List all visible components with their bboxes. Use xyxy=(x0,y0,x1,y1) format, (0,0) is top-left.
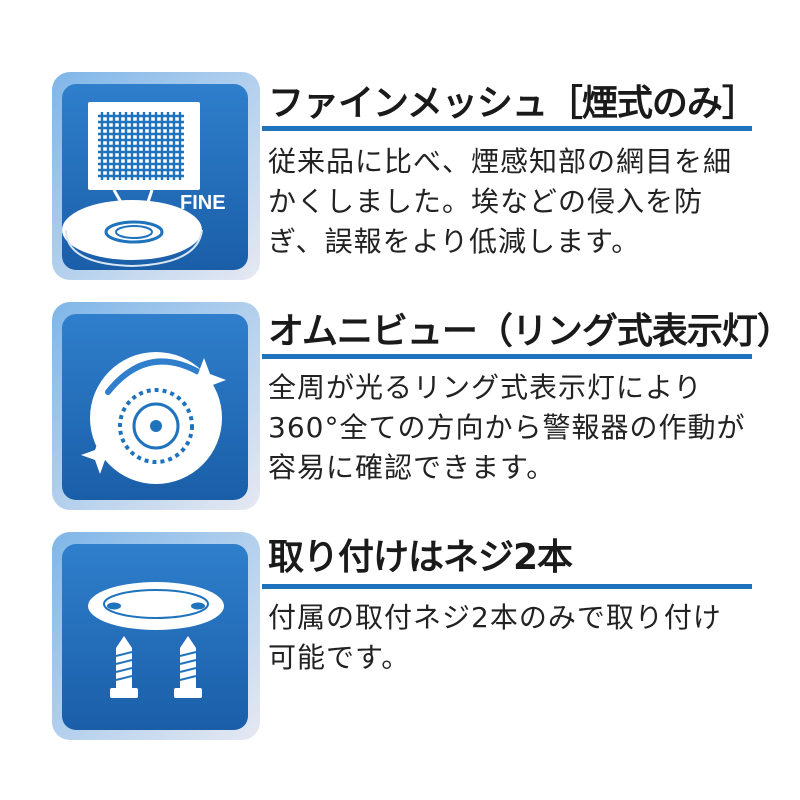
screws-icon xyxy=(52,532,260,740)
title-underline xyxy=(262,354,752,359)
feature-description: 従来品に比べ、煙感知部の網目を細かくしました。埃などの侵入を防ぎ、誤報をより低減… xyxy=(268,145,733,258)
title-underline xyxy=(262,126,752,131)
title-underline xyxy=(262,584,752,589)
feature-description: 全周が光るリング式表示灯により360°全ての方向から警報器の作動が容易に確認でき… xyxy=(268,371,746,484)
feature-title: オムニビュー（リング式表示灯） xyxy=(268,311,793,352)
feature-description: 付属の取付ネジ2本のみで取り付け可能です。 xyxy=(268,601,722,674)
fine-label: FINE xyxy=(180,192,226,214)
feature-title: 取り付けはネジ2本 xyxy=(268,537,573,578)
feature-title: ファインメッシュ［煙式のみ］ xyxy=(268,83,758,124)
fine-mesh-icon: FINE xyxy=(52,72,260,280)
ring-indicator-icon xyxy=(52,302,260,510)
